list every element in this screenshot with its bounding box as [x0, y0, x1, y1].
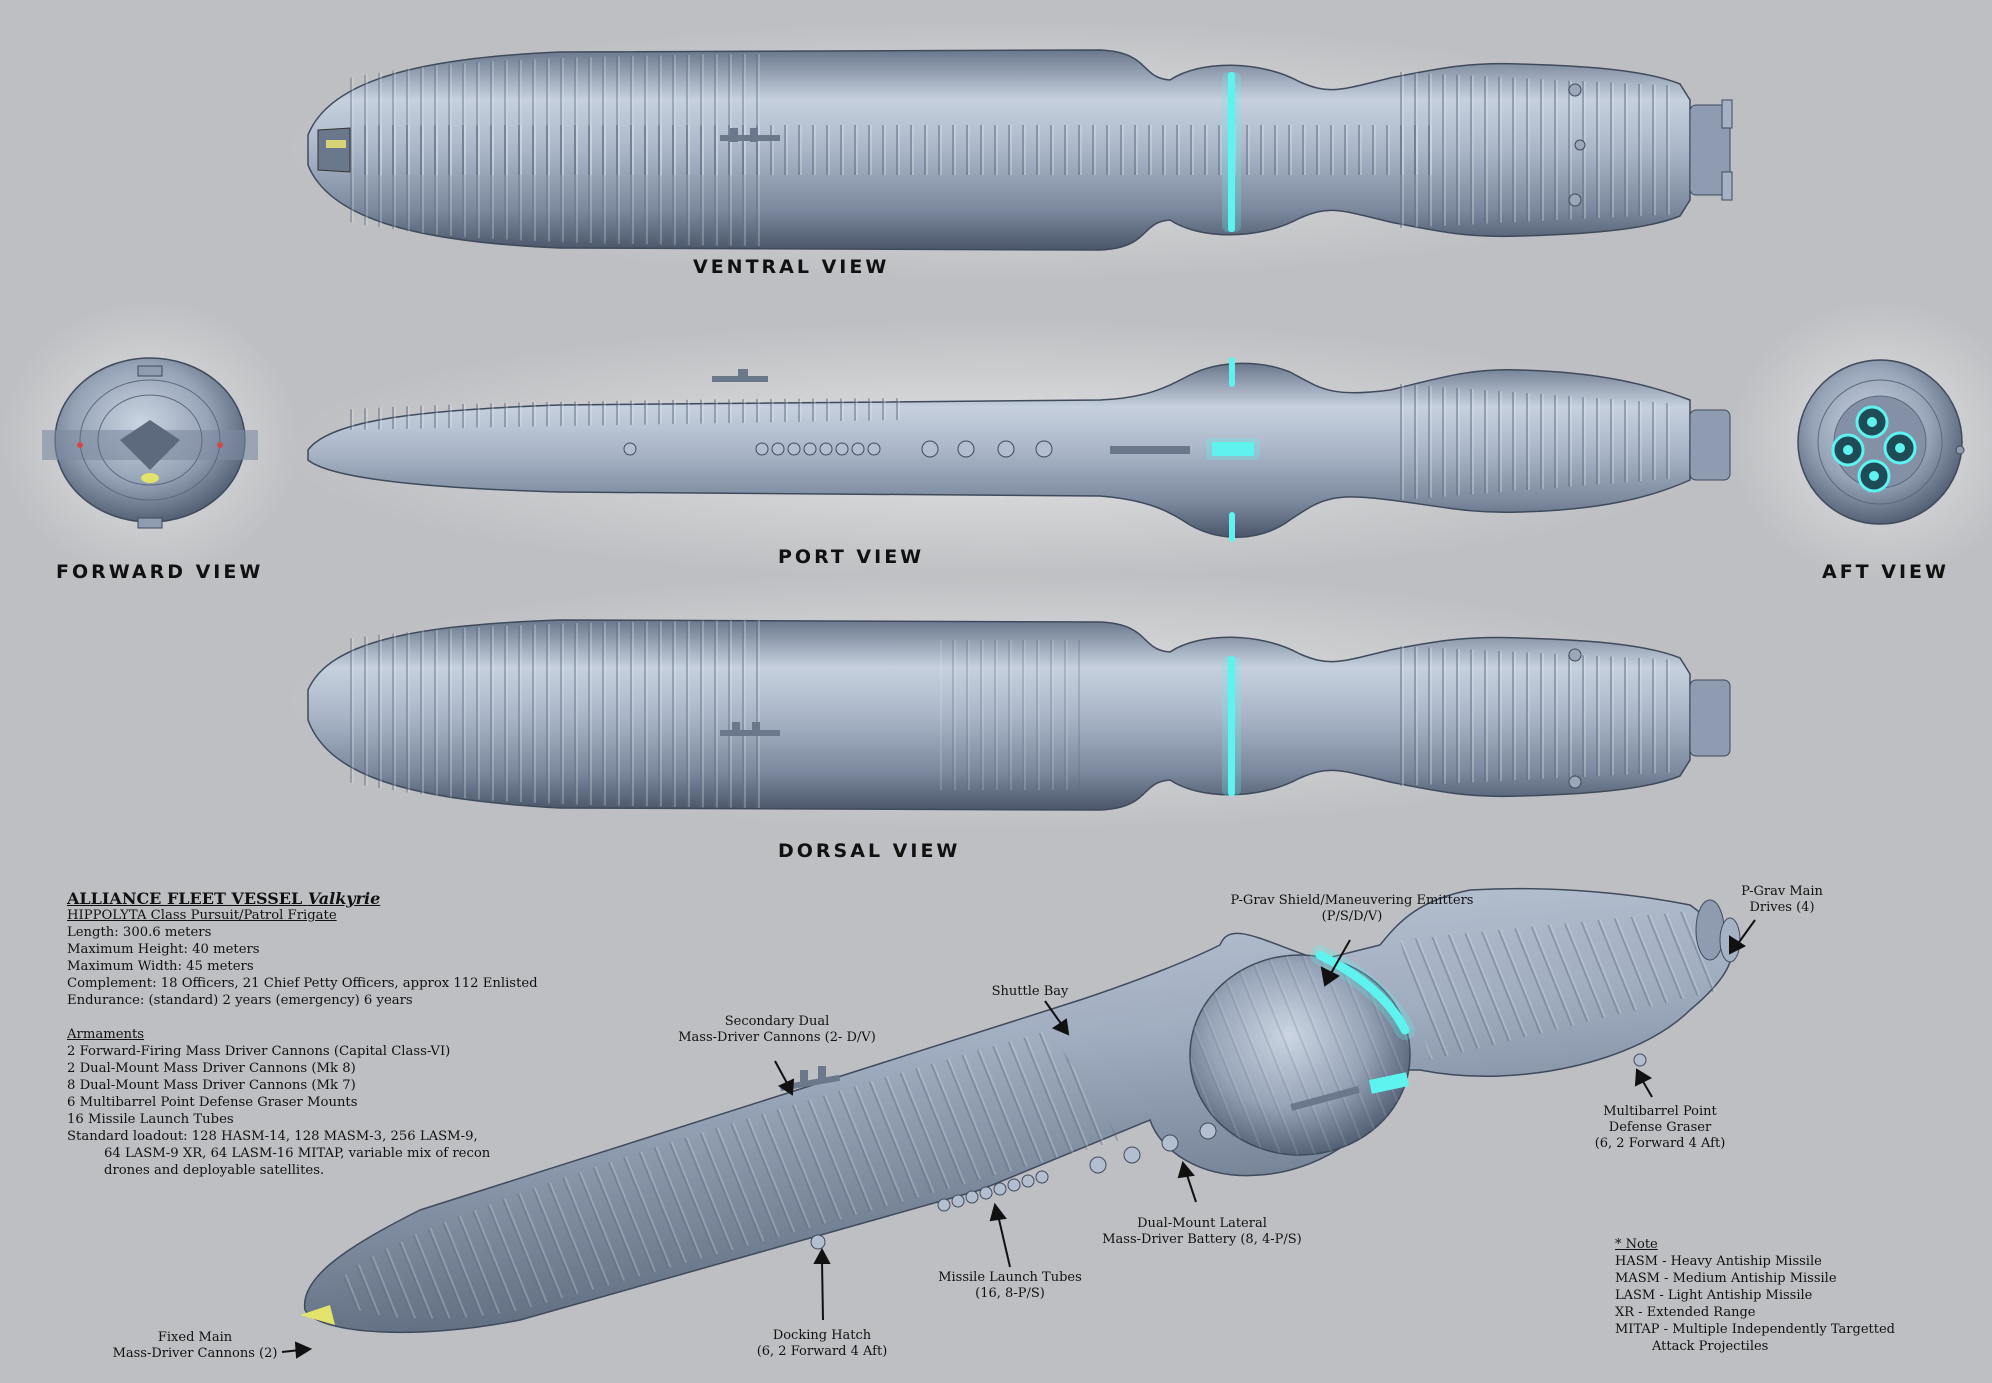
- spec-line: Complement: 18 Officers, 21 Chief Petty …: [67, 976, 538, 991]
- callout-pgrav-shield: P-Grav Shield/Maneuvering Emitters(P/S/D…: [1230, 893, 1474, 924]
- armament-line: 64 LASM-9 XR, 64 LASM-16 MITAP, variable…: [104, 1146, 491, 1161]
- port-view-label: PORT VIEW: [778, 546, 925, 568]
- armament-line: 8 Dual-Mount Mass Driver Cannons (Mk 7): [67, 1078, 356, 1093]
- armament-line: 2 Dual-Mount Mass Driver Cannons (Mk 8): [67, 1061, 356, 1076]
- note-line: MASM - Medium Antiship Missile: [1615, 1271, 1837, 1286]
- callout-docking-hatch: Docking Hatch(6, 2 Forward 4 Aft): [756, 1328, 888, 1359]
- note-line: XR - Extended Range: [1615, 1305, 1756, 1320]
- armament-line: 6 Multibarrel Point Defense Graser Mount…: [67, 1095, 358, 1110]
- forward-view-ship: [42, 357, 258, 529]
- note-line: MITAP - Multiple Independently Targetted: [1615, 1322, 1895, 1337]
- note-line: HASM - Heavy Antiship Missile: [1615, 1254, 1822, 1269]
- aft-view-label: AFT VIEW: [1822, 561, 1949, 583]
- armament-line: 2 Forward-Firing Mass Driver Cannons (Ca…: [67, 1044, 451, 1059]
- ship-name: Valkyrie: [307, 889, 381, 908]
- ventral-view-ship: [307, 49, 1733, 251]
- spec-line: Length: 300.6 meters: [67, 925, 212, 940]
- armament-line: Standard loadout: 128 HASM-14, 128 MASM-…: [67, 1129, 478, 1144]
- vessel-title: ALLIANCE FLEET VESSEL Valkyrie: [67, 889, 381, 908]
- forward-view-label: FORWARD VIEW: [56, 561, 264, 583]
- callout-leaders: [281, 919, 1756, 1359]
- note-line: Attack Projectiles: [1652, 1339, 1769, 1354]
- armament-line: 16 Missile Launch Tubes: [67, 1112, 234, 1127]
- armaments-heading: Armaments: [67, 1027, 145, 1042]
- callout-shuttle-bay: Shuttle Bay: [991, 984, 1069, 999]
- note-heading: * Note: [1615, 1237, 1658, 1252]
- port-view-ship: [307, 357, 1731, 542]
- spec-line: Maximum Width: 45 meters: [67, 959, 254, 974]
- armament-line: drones and deployable satellites.: [104, 1163, 325, 1178]
- isometric-view-ship: [300, 887, 1741, 1334]
- callout-missile-tubes: Missile Launch Tubes(16, 8-P/S): [938, 1270, 1082, 1301]
- dorsal-view-label: DORSAL VIEW: [778, 840, 961, 862]
- ventral-view-label: VENTRAL VIEW: [693, 256, 890, 278]
- dorsal-view-ship: [307, 619, 1731, 811]
- note-line: LASM - Light Antiship Missile: [1615, 1288, 1813, 1303]
- aft-view-ship: [1797, 359, 1965, 525]
- spec-line: Maximum Height: 40 meters: [67, 942, 260, 957]
- class-line: HIPPOLYTA Class Pursuit/Patrol Frigate: [67, 908, 337, 923]
- spec-line: Endurance: (standard) 2 years (emergency…: [67, 993, 413, 1008]
- specifications-block: ALLIANCE FLEET VESSEL Valkyrie HIPPOLYTA…: [67, 890, 587, 1179]
- abbreviation-note: * Note HASM - Heavy Antiship Missile MAS…: [1615, 1236, 1895, 1355]
